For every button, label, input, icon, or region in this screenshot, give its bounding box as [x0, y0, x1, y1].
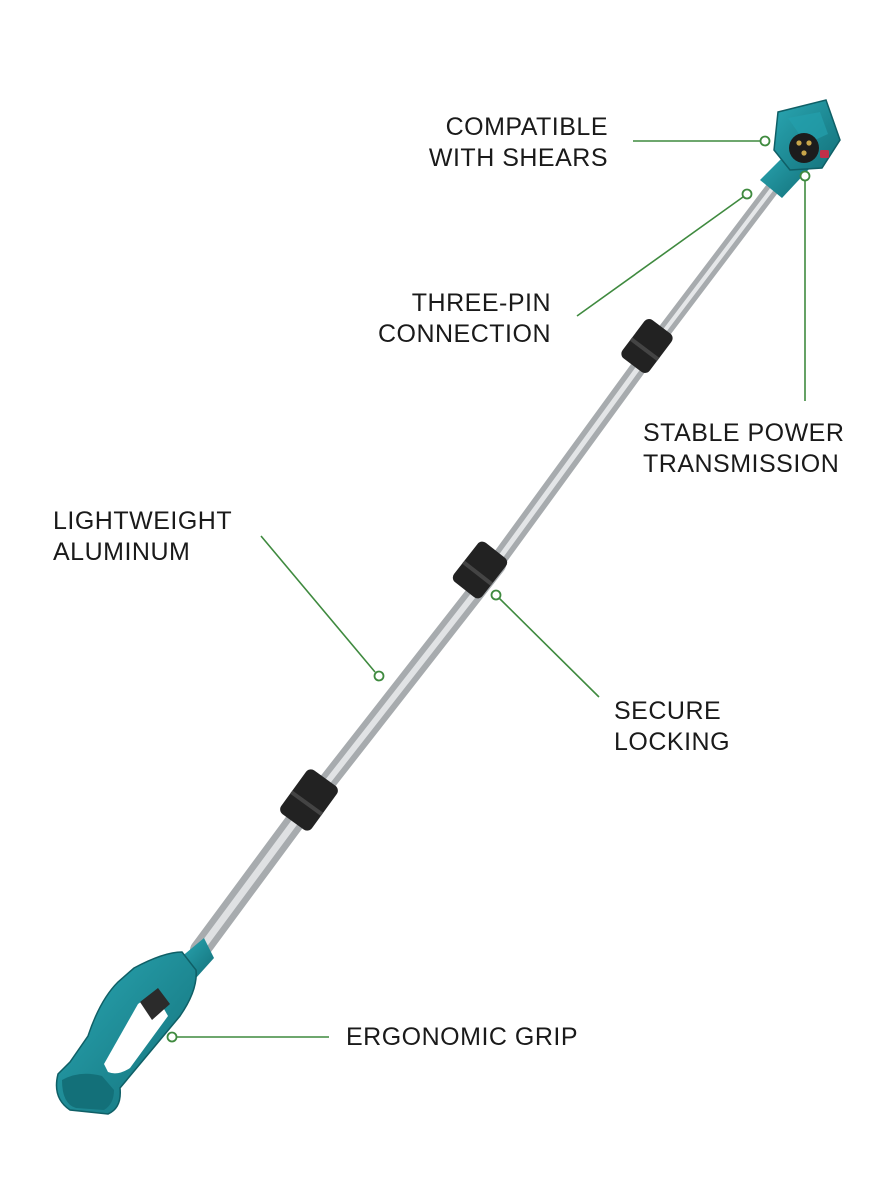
clamp-middle [452, 541, 508, 599]
label-three-pin-connection: THREE-PIN CONNECTION [377, 289, 551, 348]
callout-dots [166, 135, 811, 1043]
three-pin-socket [789, 133, 819, 163]
label-ergonomic-grip: ERGONOMIC GRIP [346, 1023, 579, 1051]
label-stable-power-transmission: STABLE POWER TRANSMISSION [643, 419, 845, 478]
label-compatible-with-shears: COMPATIBLE WITH SHEARS [428, 113, 608, 172]
label-lightweight-aluminum: LIGHTWEIGHT ALUMINUM [53, 507, 233, 566]
leader-aluminum [260, 535, 376, 673]
handle-grip [55, 938, 214, 1115]
clamp-upper [621, 319, 673, 373]
label-secure-locking: SECURE LOCKING [614, 697, 731, 756]
callout-lines [177, 140, 806, 1038]
leader-three-pin [576, 196, 744, 317]
leader-locking [498, 597, 600, 698]
locking-clamps [280, 319, 673, 831]
clamp-lower [280, 769, 338, 831]
connector-head [760, 99, 841, 198]
